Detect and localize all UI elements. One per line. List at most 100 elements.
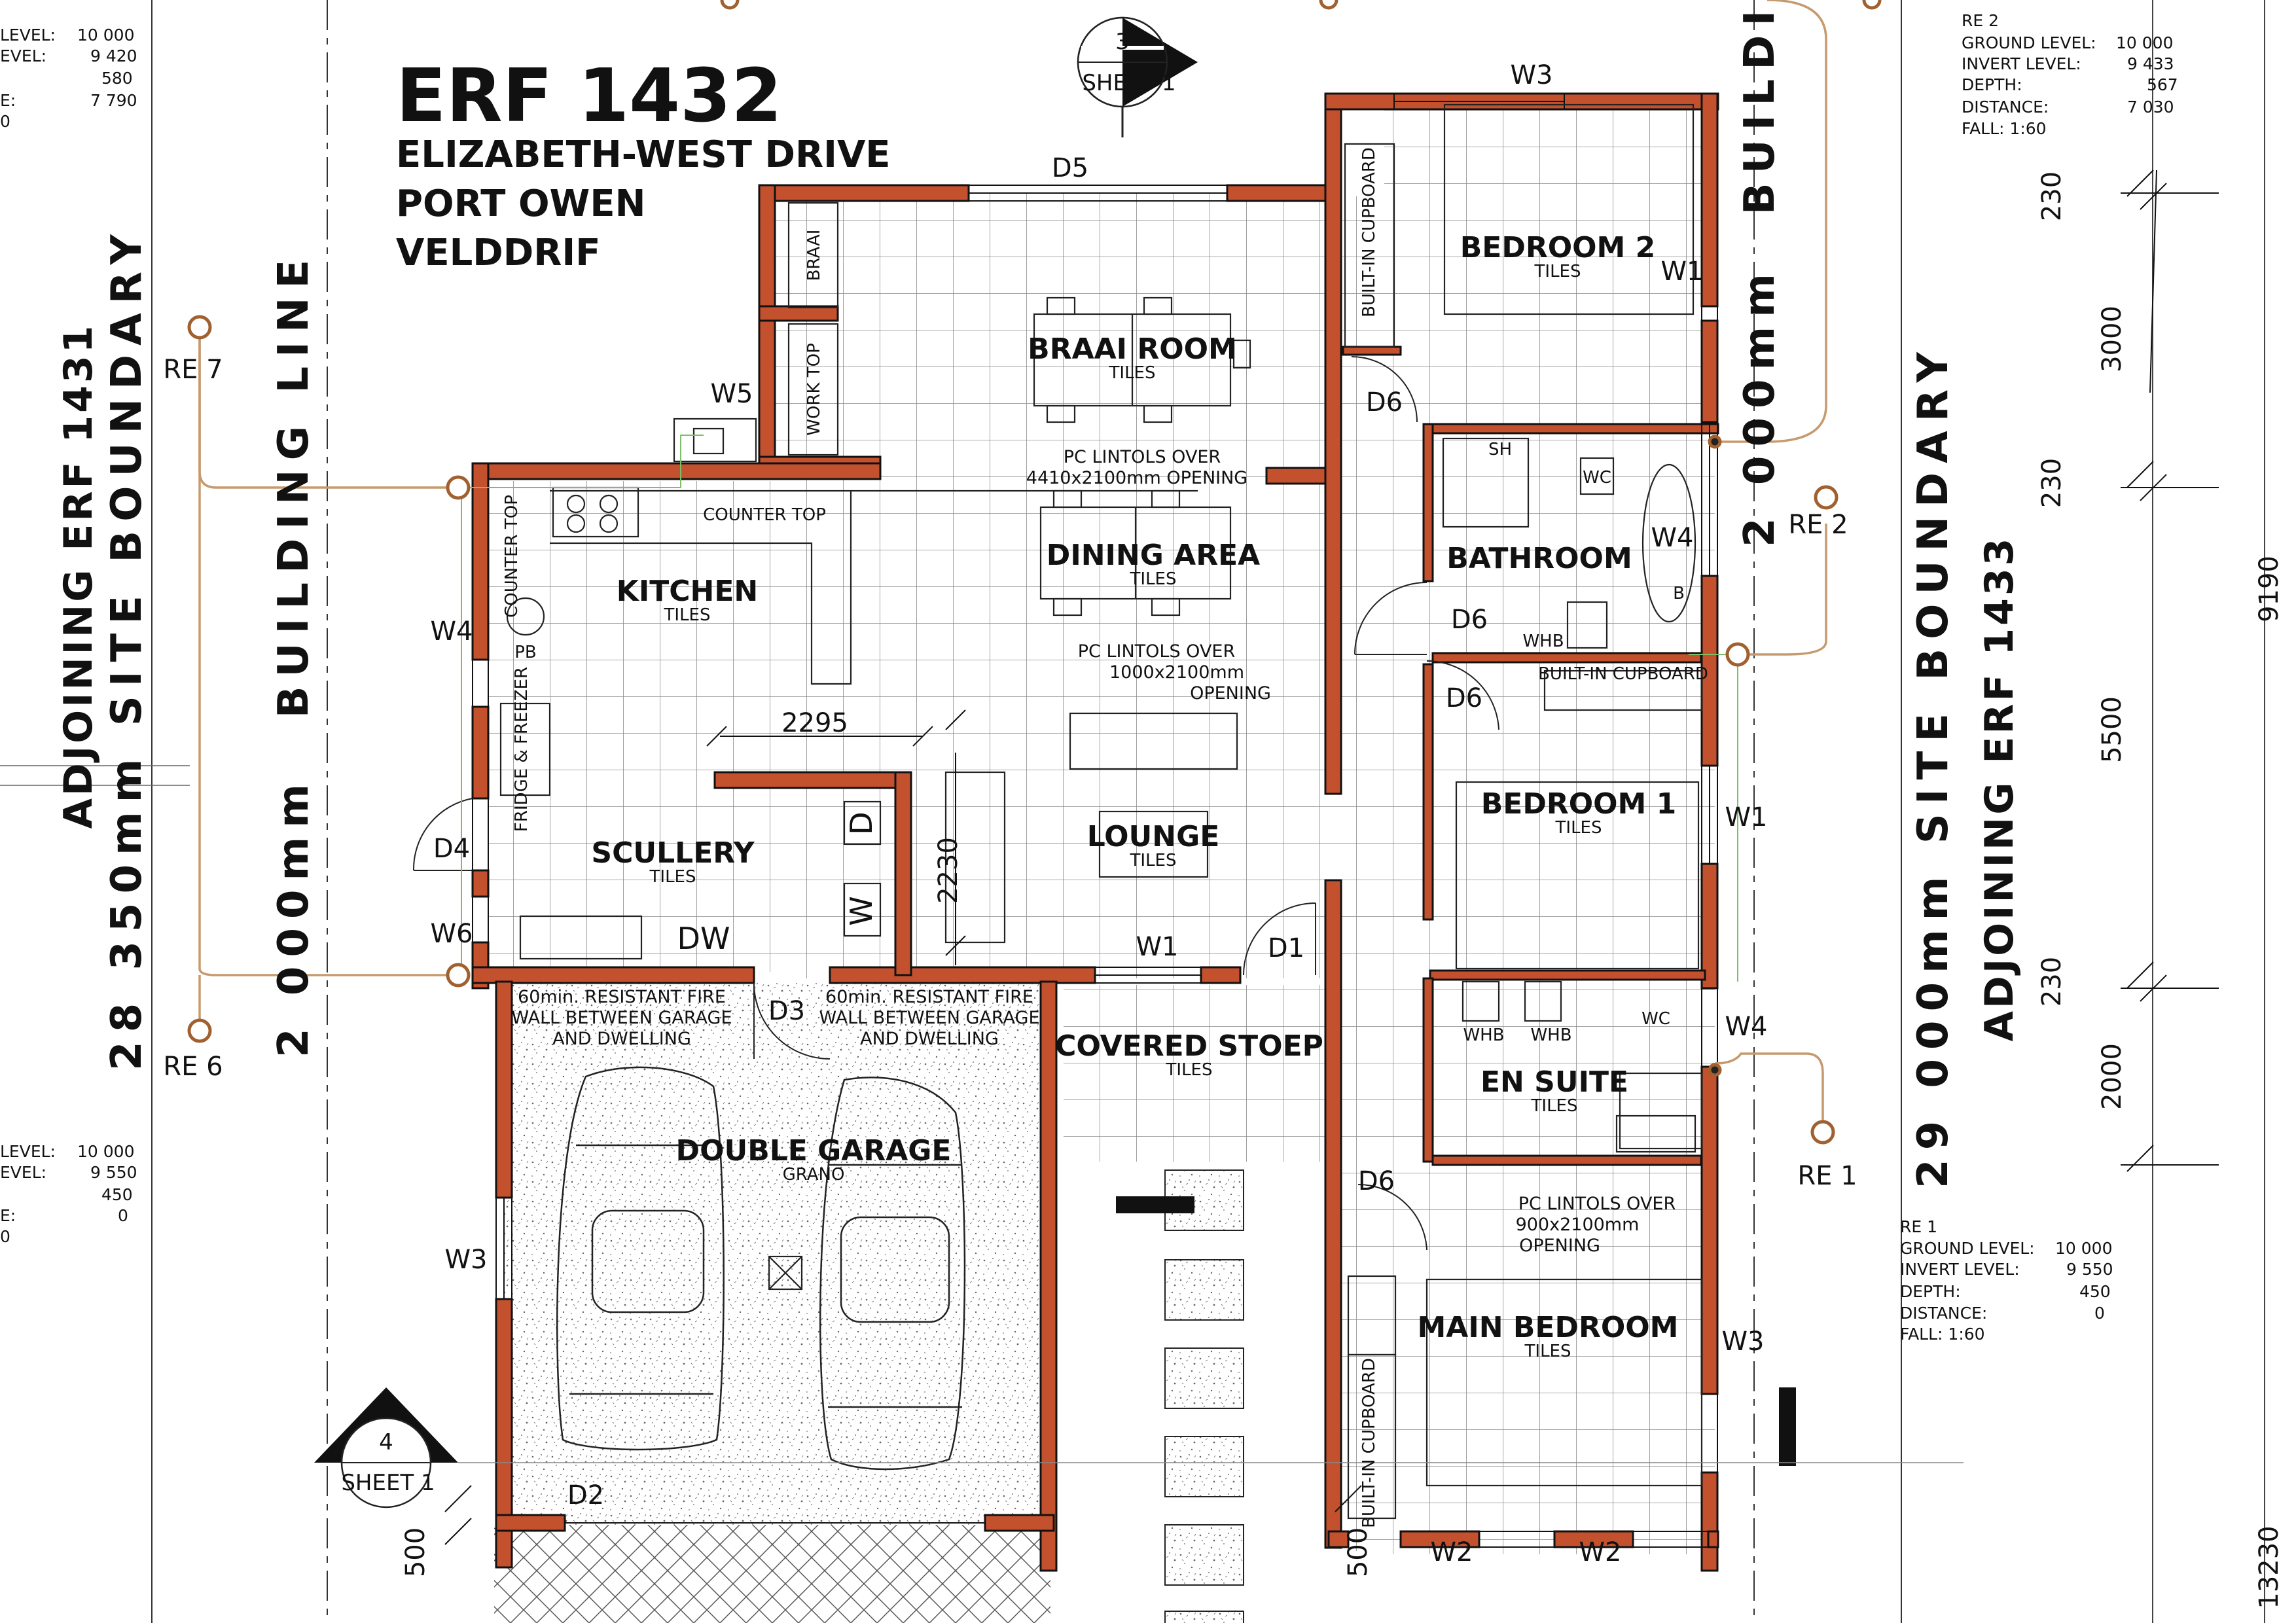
dining-area-name: DINING AREA	[1047, 539, 1260, 572]
fire-wall-note-1c: AND DWELLING	[552, 1029, 691, 1049]
bedroom-2-name: BEDROOM 2	[1460, 231, 1656, 264]
drainage-re2-l5-label: FALL: 1:60	[1962, 119, 2047, 138]
fridge-label: FRIDGE & FREEZER	[512, 667, 531, 832]
lintol-note-3c: OPENING	[1519, 1236, 1600, 1256]
double-garage-name: DOUBLE GARAGE	[676, 1134, 952, 1168]
bathroom-name: BATHROOM	[1446, 542, 1632, 575]
whb-bathroom-label: WHB	[1522, 632, 1564, 651]
boundary-labels: ADJOINING ERF 1431 28 350mm SITE BOUNDAR…	[56, 1, 2022, 1188]
tag-d6-bathroom: D6	[1451, 605, 1488, 635]
dim-230-b: 230	[2037, 458, 2067, 508]
left-adjoining-label: ADJOINING ERF 1431	[56, 323, 101, 829]
lounge-name: LOUNGE	[1087, 820, 1220, 853]
fire-wall-note-2c: AND DWELLING	[860, 1029, 999, 1049]
opening-tags: W3 D5 W5 W1 D6 W4 D6 D6 W1 W4 D4 W6 D3 W…	[431, 60, 1768, 1567]
lintol-note-3b: 900x2100mm	[1516, 1215, 1640, 1235]
dim-3000: 3000	[2097, 306, 2127, 372]
dim-2000: 2000	[2097, 1043, 2127, 1110]
tag-w3-main-bedroom: W3	[1722, 1327, 1765, 1357]
tag-w4-kitchen: W4	[431, 616, 473, 647]
dimension-texts: 2295 2230 500 500 230 3000 230 5500 230 …	[401, 171, 2284, 1609]
tag-d2: D2	[567, 1480, 604, 1510]
walls[interactable]	[471, 92, 1719, 1572]
bedroom-1-finish: TILES	[1555, 818, 1602, 838]
doors[interactable]	[412, 356, 1499, 1251]
street-name: ELIZABETH-WEST DRIVE	[396, 134, 891, 176]
bedroom-2-finish: TILES	[1534, 262, 1581, 281]
left-top-level-info: LEVEL: 10 000 EVEL: 9 420 580 E: 7 790 0	[0, 26, 137, 131]
whb-ensuite-label-2: WHB	[1530, 1026, 1571, 1045]
dim-230-c: 230	[2037, 957, 2067, 1007]
project-title: ERF 1432 ELIZABETH-WEST DRIVE PORT OWEN …	[396, 54, 891, 274]
tag-d6-bedroom1: D6	[1446, 683, 1482, 713]
covered-stoep-name: COVERED STOEP	[1055, 1029, 1323, 1063]
floor-finishes	[488, 101, 1796, 1623]
section-marker-bottom	[314, 1387, 1964, 1508]
lintol-note-1b: 4410x2100mm OPENING	[1026, 468, 1247, 488]
drainage-left-top-v4-label: 7 790	[90, 91, 137, 110]
washer-label: W	[844, 896, 879, 925]
right-offset-label: 2 000mm	[1736, 264, 1784, 547]
wc-label: WC	[1583, 468, 1611, 488]
suburb-name: PORT OWEN	[396, 183, 645, 225]
drainage-left-top-l5-label: 0	[0, 112, 10, 131]
dryer-label: D	[844, 812, 879, 834]
tag-w2-a: W2	[1431, 1537, 1473, 1567]
section-marker-texts: 3 SHEET 1 4 SHEET 1	[341, 29, 1175, 1496]
re2-info-block: RE 2 GROUND LEVEL: 10 000 INVERT LEVEL: …	[1962, 11, 2178, 138]
tag-w1-bedroom1: W1	[1725, 802, 1768, 832]
drainage-re1-l1-label: GROUND LEVEL:	[1900, 1239, 2035, 1258]
lintol-note-3a: PC LINTOLS OVER	[1518, 1194, 1676, 1214]
drainage-left-top-v2-label: 9 420	[90, 46, 137, 65]
tag-w2-b: W2	[1579, 1537, 1622, 1567]
lounge-finish: TILES	[1130, 851, 1177, 870]
counter-top-side-label: COUNTER TOP	[502, 495, 522, 618]
tag-w6: W6	[431, 919, 473, 949]
town-name: VELDDRIF	[396, 232, 600, 274]
dining-area-finish: TILES	[1130, 569, 1177, 589]
built-in-cupboard-3-label: BUILT-IN CUPBOARD	[1359, 1358, 1379, 1528]
right-building-label: BUILDI	[1736, 1, 1784, 215]
tag-w5: W5	[711, 379, 753, 409]
bedroom-1-name: BEDROOM 1	[1481, 787, 1677, 821]
drainage-left-top-v1-label: 10 000	[77, 26, 134, 45]
drainage-re1-l4-label: DISTANCE:	[1900, 1304, 1987, 1323]
pb-label: PB	[514, 643, 537, 662]
drainage-left-bottom-v3-label: 450	[101, 1185, 133, 1204]
scullery-finish: TILES	[649, 867, 696, 887]
drainage-re1-l2-label: INVERT LEVEL:	[1900, 1260, 2020, 1279]
windows[interactable]	[472, 93, 1718, 1548]
built-in-cupboard-2-label: BUILT-IN CUPBOARD	[1538, 664, 1708, 684]
drainage-left-top-l4-label: E:	[0, 91, 16, 110]
dim-230-a: 230	[2037, 171, 2067, 221]
kitchen-name: KITCHEN	[617, 575, 758, 608]
kitchen-finish: TILES	[664, 605, 711, 625]
tag-w1-stoep: W1	[1136, 932, 1179, 962]
counter-top-label: COUNTER TOP	[703, 505, 826, 525]
whb-ensuite-label-1: WHB	[1463, 1026, 1504, 1045]
tag-d3: D3	[768, 996, 805, 1026]
section-marker-top	[1077, 16, 1198, 137]
work-top-label: WORK TOP	[804, 343, 824, 436]
main-bedroom-finish: TILES	[1524, 1342, 1571, 1361]
lintol-note-1a: PC LINTOLS OVER	[1064, 447, 1221, 467]
braai-room-name: BRAAI ROOM	[1028, 332, 1237, 366]
braai-label: BRAAI	[804, 230, 824, 281]
drainage-left-bottom-v1-label: 10 000	[77, 1142, 134, 1161]
tag-d5: D5	[1052, 153, 1088, 183]
drainage-re2-l3-label: DEPTH:	[1962, 75, 2022, 94]
re7-label: RE 7	[163, 355, 223, 385]
right-boundary-label: 29 000mm SITE BOUNDARY	[1909, 343, 1958, 1188]
erf-number: ERF 1432	[396, 54, 782, 139]
tag-w3-garage: W3	[445, 1245, 488, 1275]
drainage-re2-l2-label: INVERT LEVEL:	[1962, 54, 2081, 73]
drainage-re2-title-label: RE 2	[1962, 11, 1999, 30]
manholes	[187, 0, 1882, 1145]
drainage-re2-l1-label: GROUND LEVEL:	[1962, 33, 2096, 52]
drainage-re1-l3-label: DEPTH:	[1900, 1282, 1961, 1301]
re1-tag-label: RE 1	[1797, 1161, 1857, 1191]
drainage-left-bottom-v4-label: 0	[118, 1206, 128, 1225]
drainage-re2-v3-label: 567	[2147, 75, 2178, 94]
